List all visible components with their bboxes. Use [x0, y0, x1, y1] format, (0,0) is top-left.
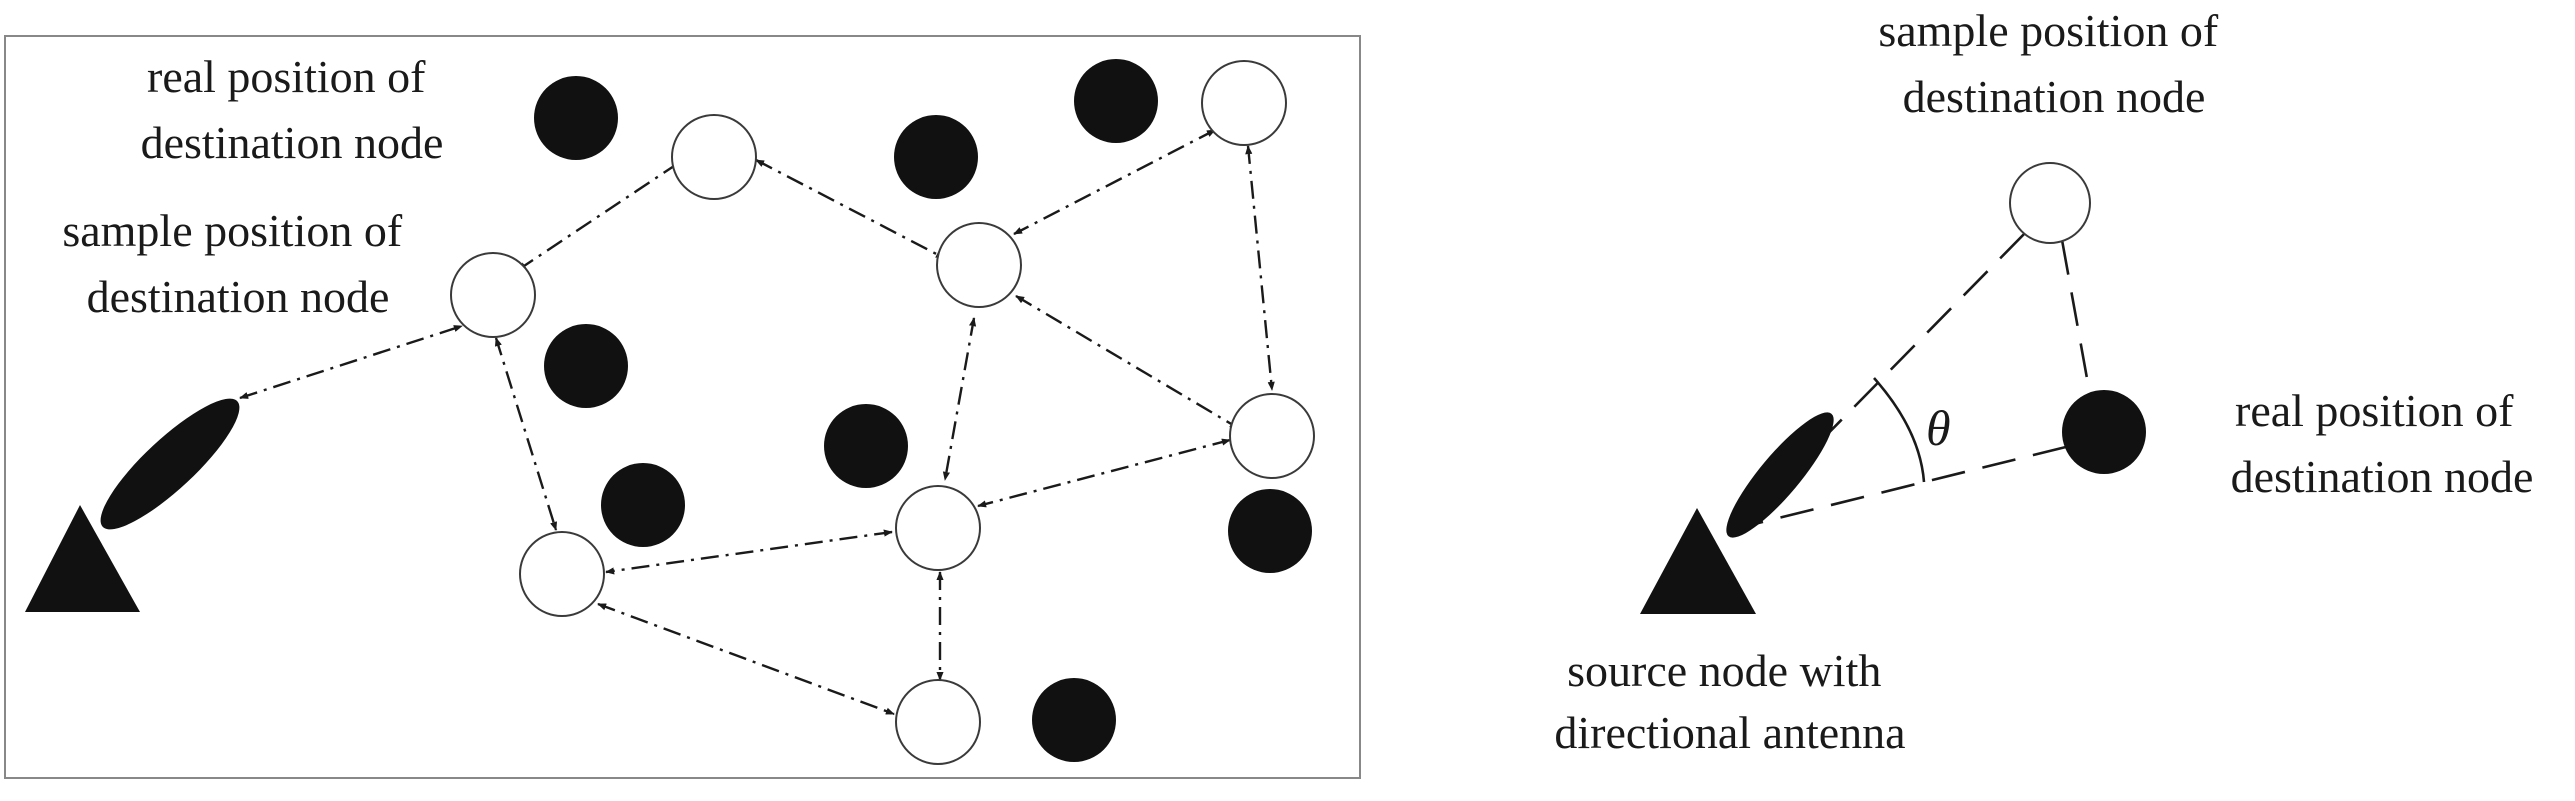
real-node: [1074, 59, 1158, 143]
left-panel: real position of destination node sample…: [4, 35, 1361, 779]
link-n4-n6: [942, 317, 977, 481]
angle-arc: [1873, 377, 1926, 483]
sample-node: [671, 114, 757, 200]
link-n6-n7: [605, 529, 893, 575]
real-node: [601, 463, 685, 547]
angle-theta: θ: [1926, 400, 1951, 456]
real-node: [824, 404, 908, 488]
label-real-position: real position of destination node: [2231, 385, 2534, 502]
dashed-line-sample-real: [2051, 189, 2092, 396]
left-panel-frame: [4, 35, 1361, 779]
sample-node: [895, 679, 981, 765]
link-n5-n6: [977, 438, 1231, 508]
real-nodes: [534, 59, 1312, 762]
link-n4-n5: [1015, 294, 1239, 430]
label-real-position: real position of destination node: [141, 51, 444, 168]
sample-node: [519, 531, 605, 617]
source-triangle-icon: [25, 505, 140, 612]
link-n2-n4: [755, 158, 945, 260]
label-source-node: source node with directional antenna: [1554, 645, 1905, 758]
sample-node: [1229, 393, 1315, 479]
sample-node: [936, 222, 1022, 308]
sample-node: [2009, 162, 2091, 244]
real-node: [1228, 489, 1312, 573]
sample-links: [239, 128, 1275, 716]
link-n7-n8: [597, 602, 895, 716]
sample-node: [895, 485, 981, 571]
real-node: [1032, 678, 1116, 762]
real-node: [2062, 390, 2146, 474]
real-node: [894, 115, 978, 199]
link-antenna-n1: [239, 324, 463, 400]
link-n1-n7: [494, 337, 558, 531]
directional-antenna-icon: [100, 398, 240, 530]
sample-nodes: [450, 60, 1315, 765]
label-sample-position: sample position of destination node: [1878, 5, 2229, 122]
link-n3-n4: [1013, 128, 1216, 236]
directional-antenna-icon: [1726, 412, 1834, 538]
link-n1-n2: [517, 153, 693, 271]
real-node: [544, 324, 628, 408]
source-triangle-icon: [1640, 508, 1756, 614]
real-node: [534, 76, 618, 160]
label-sample-position: sample position of destination node: [62, 205, 413, 322]
sample-node: [1201, 60, 1287, 146]
right-panel: θ sample position of destination node re…: [1554, 5, 2533, 758]
sample-node: [450, 252, 536, 338]
dashed-line-antenna-real: [1729, 443, 2075, 532]
link-n3-n5: [1245, 145, 1275, 391]
